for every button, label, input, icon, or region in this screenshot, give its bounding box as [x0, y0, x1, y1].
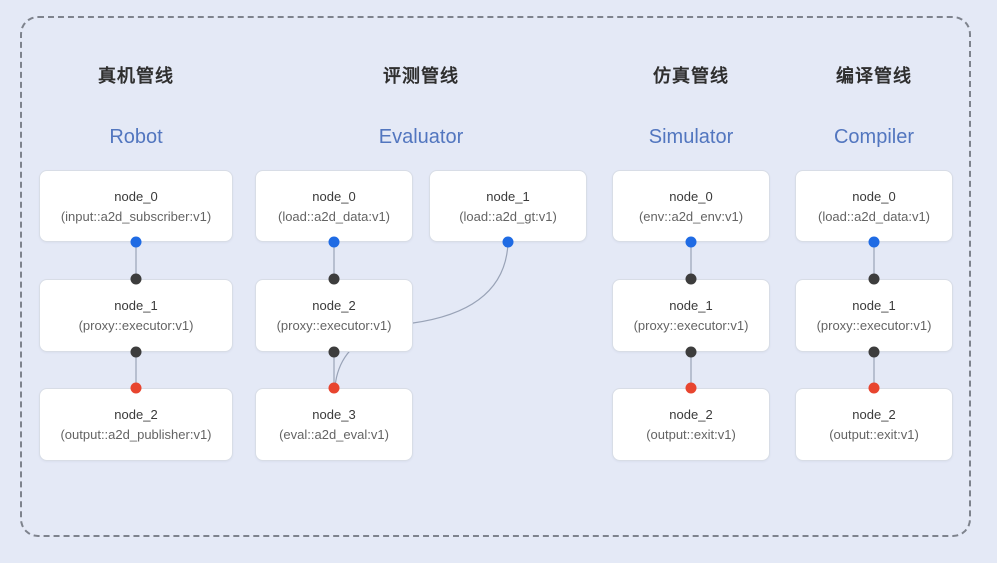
dashed-frame-border [20, 16, 971, 537]
